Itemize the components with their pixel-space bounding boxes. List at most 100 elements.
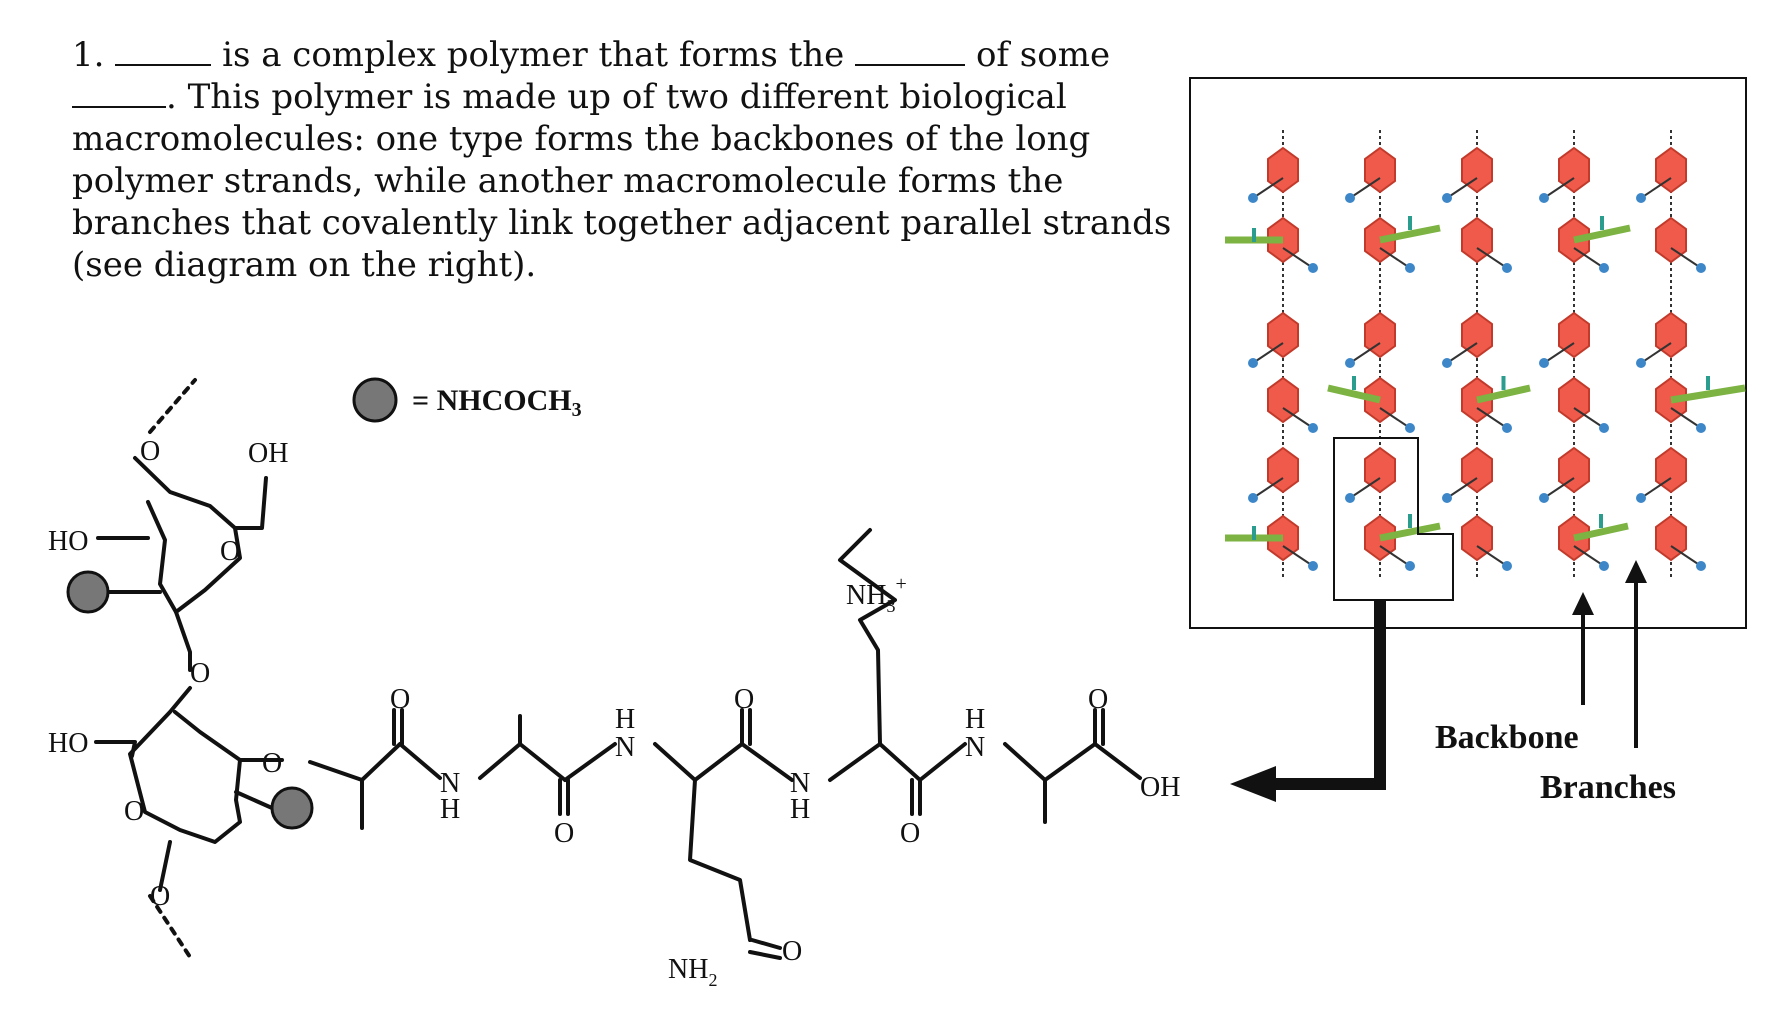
svg-text:O: O xyxy=(900,818,920,849)
chain-continuation-bottom xyxy=(148,894,194,962)
sugar-unit-icon xyxy=(1655,216,1687,264)
svg-text:O: O xyxy=(554,818,574,849)
sugar-unit-icon xyxy=(1655,311,1687,359)
sugar-unit-icon xyxy=(1558,446,1590,494)
chain-continuation-top xyxy=(148,378,197,434)
side-group-dot xyxy=(1405,263,1415,273)
branch-link xyxy=(1573,522,1629,542)
sugar-unit-icon xyxy=(1558,376,1590,424)
side-group-dot xyxy=(1308,423,1318,433)
sugar-unit-icon xyxy=(1655,514,1687,562)
question-line-1: 1. is a complex polymer that forms the o… xyxy=(72,35,1111,75)
subunit-highlight-box xyxy=(1333,437,1454,601)
side-group-dot xyxy=(1442,193,1452,203)
question-number: 1. xyxy=(72,35,105,75)
side-group-dot xyxy=(1345,193,1355,203)
side-group-dot xyxy=(1636,358,1646,368)
svg-text:H: H xyxy=(965,704,985,735)
sugar-unit-icon xyxy=(1558,311,1590,359)
side-group-dot xyxy=(1539,358,1549,368)
side-group-dot xyxy=(1696,423,1706,433)
sugar-unit-icon xyxy=(1655,446,1687,494)
svg-text:N: N xyxy=(790,768,810,799)
sugar-unit-icon xyxy=(1267,446,1299,494)
svg-text:HO: HO xyxy=(48,728,88,759)
sugar-unit-icon xyxy=(1655,146,1687,194)
svg-text:O: O xyxy=(124,796,144,827)
side-group-dot xyxy=(1345,493,1355,503)
svg-text:O: O xyxy=(140,436,160,467)
question-line-3: macromolecules: one type forms the backb… xyxy=(72,119,1091,159)
question-line-6: (see diagram on the right). xyxy=(72,245,537,285)
answer-blank-1[interactable] xyxy=(115,36,212,66)
side-group-dot xyxy=(1442,358,1452,368)
svg-text:H: H xyxy=(440,794,460,825)
sugar-ring-bottom xyxy=(128,686,242,844)
sugar-unit-icon xyxy=(1461,446,1493,494)
question-line-5: branches that covalently link together a… xyxy=(72,203,1172,243)
side-group-dot xyxy=(1599,423,1609,433)
svg-text:N: N xyxy=(965,732,985,763)
nhcoch3-group-top xyxy=(66,570,110,614)
sugar-unit-icon xyxy=(1267,311,1299,359)
branch-link xyxy=(1379,522,1441,542)
legend-symbol-icon xyxy=(352,377,398,423)
side-group-dot xyxy=(1636,193,1646,203)
svg-text:O: O xyxy=(262,748,282,779)
side-group-dot xyxy=(1502,561,1512,571)
svg-text:OH: OH xyxy=(248,438,288,469)
side-group-dot xyxy=(1502,263,1512,273)
svg-text:H: H xyxy=(790,794,810,825)
chemical-structure: O OH HO O O HO O O O O N H O H N O N H O… xyxy=(48,378,1180,990)
lattice xyxy=(1225,130,1746,580)
side-group-dot xyxy=(1502,423,1512,433)
branch-link xyxy=(1379,224,1441,244)
branch-link xyxy=(1670,384,1746,404)
side-group-dot xyxy=(1599,263,1609,273)
side-group-dot xyxy=(1442,493,1452,503)
side-group-dot xyxy=(1696,561,1706,571)
side-group-dot xyxy=(1636,493,1646,503)
backbone-label: Backbone xyxy=(1435,719,1579,756)
sugar-unit-icon xyxy=(1364,146,1396,194)
sugar-unit-icon xyxy=(1267,376,1299,424)
sugar-ring-top xyxy=(133,456,242,614)
backbone-arrow-icon xyxy=(1572,592,1594,615)
svg-text:O: O xyxy=(782,936,802,967)
svg-text:OH: OH xyxy=(1140,772,1180,803)
sugar-unit-icon xyxy=(1267,146,1299,194)
sugar-unit-icon xyxy=(1364,446,1396,494)
sugar-unit-icon xyxy=(1461,146,1493,194)
branch-link xyxy=(1327,384,1381,404)
branch-link xyxy=(1573,224,1631,244)
side-group-dot xyxy=(1345,358,1355,368)
diagram-frame xyxy=(1189,77,1747,629)
side-group-dot xyxy=(1405,561,1415,571)
sugar-unit-icon xyxy=(1558,146,1590,194)
branches-label: Branches xyxy=(1540,769,1676,806)
sugar-unit-icon xyxy=(1461,311,1493,359)
answer-blank-2[interactable] xyxy=(855,36,966,66)
subunit-arrow xyxy=(1270,600,1386,790)
svg-text:N: N xyxy=(615,732,635,763)
side-group-dot xyxy=(1599,561,1609,571)
branches-arrow-icon xyxy=(1625,560,1647,583)
sugar-unit-icon xyxy=(1461,216,1493,264)
svg-text:O: O xyxy=(220,536,240,567)
sugar-unit-icon xyxy=(1364,311,1396,359)
question-line-2: . This polymer is made up of two differe… xyxy=(72,76,1132,118)
side-group-dot xyxy=(1539,493,1549,503)
sugar-unit-icon xyxy=(1461,514,1493,562)
question-line-4: polymer strands, while another macromole… xyxy=(72,161,1064,201)
legend-label: = NHCOCH3 xyxy=(412,384,582,421)
question-text: 1. is a complex polymer that forms the o… xyxy=(72,34,1172,286)
answer-blank-3[interactable] xyxy=(72,78,166,108)
svg-text:O: O xyxy=(390,684,410,715)
svg-text:H: H xyxy=(615,704,635,735)
svg-text:O: O xyxy=(190,658,210,689)
side-group-dot xyxy=(1539,193,1549,203)
side-group-dot xyxy=(1696,263,1706,273)
legend: = NHCOCH3 xyxy=(352,377,582,423)
svg-text:O: O xyxy=(150,881,170,912)
branch-link xyxy=(1476,384,1531,404)
